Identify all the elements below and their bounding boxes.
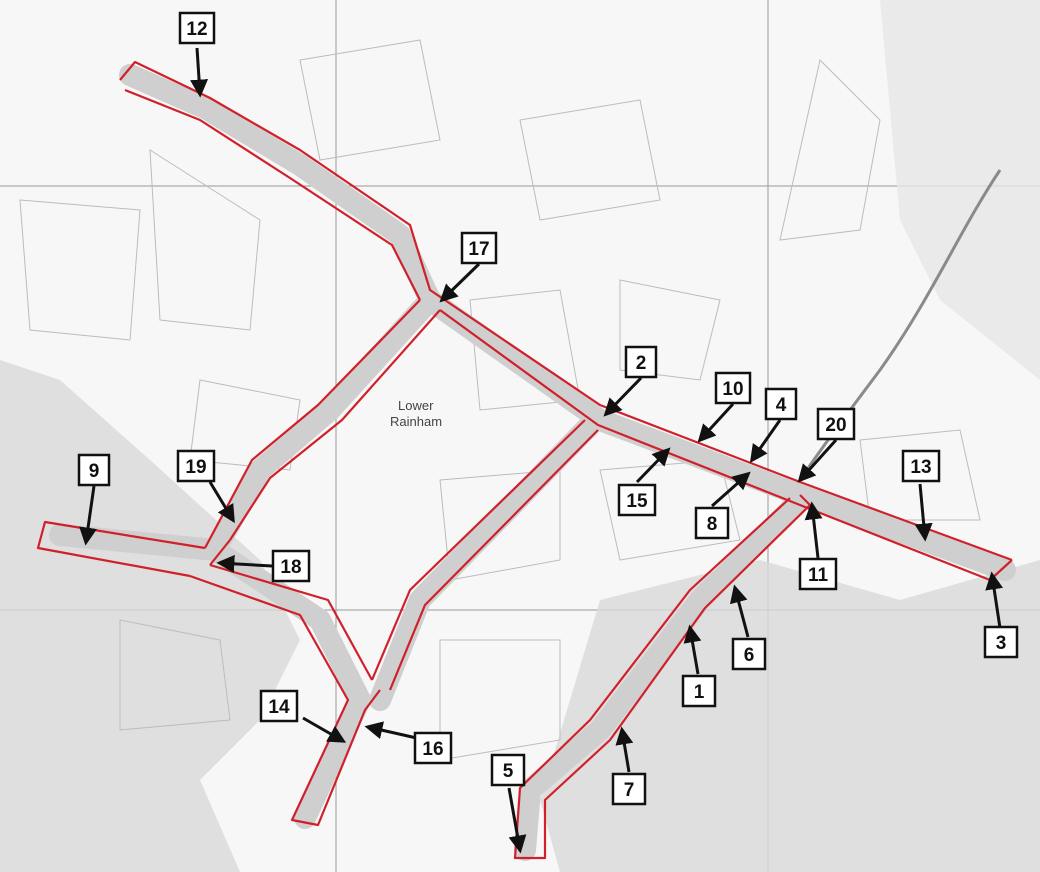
svg-text:3: 3 (996, 633, 1007, 654)
svg-text:17: 17 (468, 239, 489, 260)
svg-text:10: 10 (722, 379, 743, 400)
marker-17: 17 (460, 231, 498, 265)
marker-12: 12 (178, 11, 216, 45)
svg-text:7: 7 (624, 780, 635, 801)
svg-text:16: 16 (422, 739, 443, 760)
place-name-line1: Lower (398, 398, 434, 413)
svg-text:6: 6 (744, 645, 755, 666)
svg-text:18: 18 (280, 557, 301, 578)
svg-text:1: 1 (694, 682, 705, 703)
marker-18: 18 (271, 549, 311, 583)
marker-13: 13 (901, 449, 941, 483)
svg-text:11: 11 (808, 565, 829, 586)
marker-14: 14 (259, 689, 299, 723)
marker-19: 19 (176, 449, 216, 483)
marker-6: 6 (731, 637, 767, 671)
marker-8: 8 (694, 506, 730, 540)
marker-arrows (79, 47, 1004, 854)
marker-1: 1 (681, 674, 717, 708)
place-name-line2: Rainham (390, 414, 442, 429)
marker-16: 16 (413, 731, 453, 765)
svg-text:13: 13 (910, 457, 931, 478)
svg-text:15: 15 (626, 491, 648, 512)
marker-7: 7 (611, 772, 647, 806)
marker-4: 4 (764, 387, 798, 421)
marker-2: 2 (624, 345, 658, 379)
marker-3: 3 (983, 625, 1019, 659)
svg-text:9: 9 (89, 461, 100, 482)
marker-15: 15 (617, 483, 657, 517)
marker-5: 5 (490, 753, 526, 787)
svg-text:19: 19 (185, 457, 206, 478)
svg-text:12: 12 (186, 19, 207, 40)
svg-text:2: 2 (636, 353, 647, 374)
marker-11: 11 (798, 557, 838, 591)
svg-text:5: 5 (503, 761, 514, 782)
svg-text:8: 8 (707, 514, 718, 535)
svg-text:4: 4 (776, 395, 787, 416)
marker-10: 10 (714, 371, 752, 405)
railway-line (798, 169, 1002, 481)
svg-text:20: 20 (825, 415, 846, 436)
marker-labels: 12 17 2 10 4 20 13 3 (77, 11, 1019, 806)
svg-text:14: 14 (268, 697, 290, 718)
route-corridor (36, 60, 1016, 861)
marker-20: 20 (816, 407, 856, 441)
marker-9: 9 (77, 453, 111, 487)
